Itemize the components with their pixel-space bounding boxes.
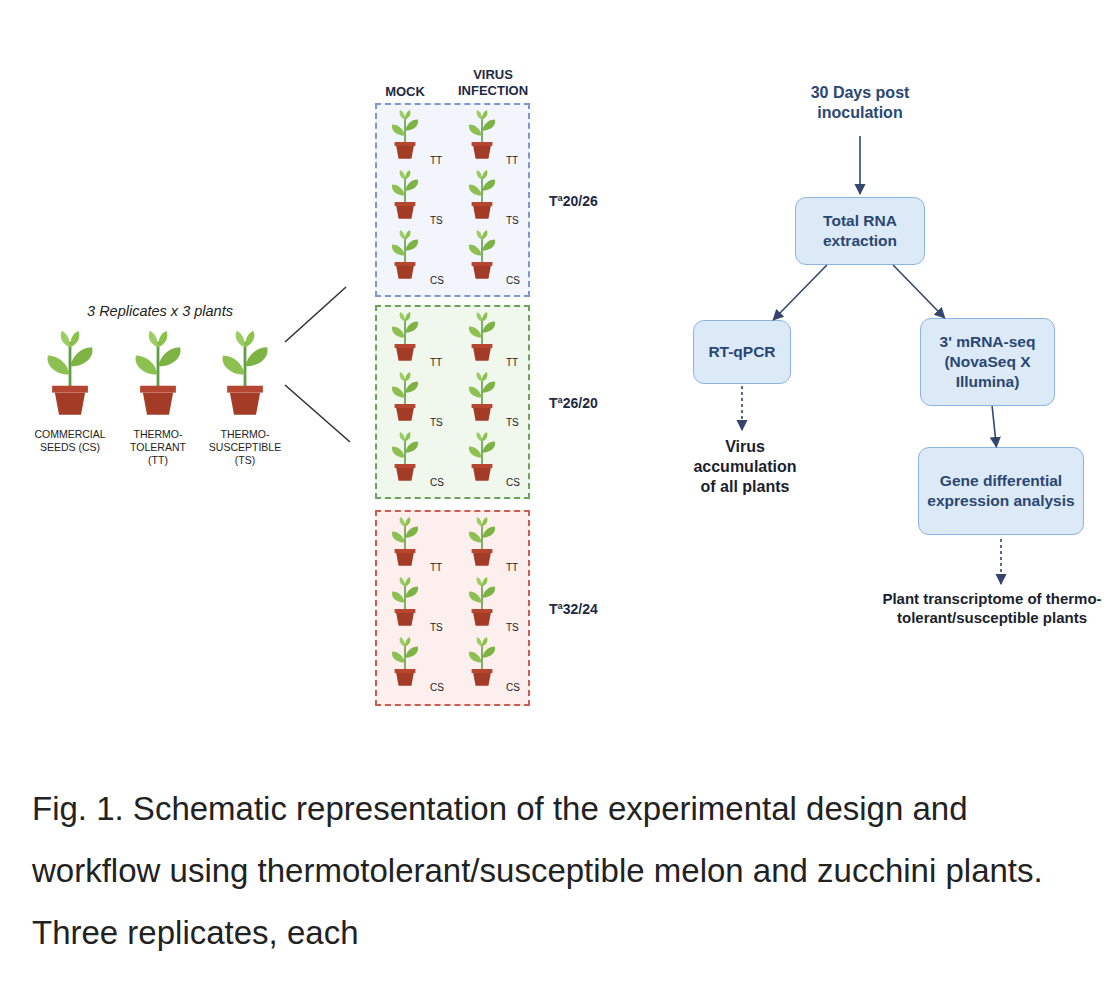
figure-caption: Fig. 1. Schematic representation of the …: [32, 778, 1102, 964]
genotype-label: TT: [506, 562, 518, 573]
group-label: COMMERCIAL SEEDS (CS): [27, 428, 113, 454]
genotype-label: TT: [430, 562, 442, 573]
dashed-arrow: [1000, 539, 1002, 584]
time-note: 30 Days post inoculation: [793, 83, 927, 123]
plant-icon: [469, 637, 495, 686]
plant-icon: [469, 110, 495, 159]
plant-icon: [135, 331, 180, 415]
plant-icon: [392, 577, 418, 626]
flow-arrow: [859, 136, 861, 194]
genotype-label: CS: [506, 682, 520, 693]
process-box: Total RNA extraction: [795, 197, 925, 265]
box-text: Gene differential expression analysis: [925, 471, 1077, 511]
plant-icon: [392, 312, 418, 361]
column-header: MOCK: [373, 84, 437, 100]
genotype-label: CS: [430, 682, 444, 693]
plant-icon: [469, 230, 495, 279]
box-text: 3' mRNA-seq (NovaSeq X Illumina): [927, 332, 1048, 392]
temperature-label: Tª32/24: [549, 601, 598, 617]
plant-icon: [392, 230, 418, 279]
genotype-label: CS: [430, 477, 444, 488]
genotype-label: CS: [506, 477, 520, 488]
plant-icon: [469, 312, 495, 361]
result-text: Virus accumulation of all plants: [686, 437, 804, 497]
replicate-note: 3 Replicates x 3 plants: [50, 302, 270, 320]
genotype-label: CS: [506, 275, 520, 286]
genotype-label: TS: [430, 215, 443, 226]
genotype-label: TS: [430, 622, 443, 633]
genotype-label: TS: [506, 417, 519, 428]
group-label: THERMO- SUSCEPTIBLE (TS): [206, 428, 284, 467]
plant-icon: [392, 637, 418, 686]
genotype-label: TT: [430, 155, 442, 166]
plant-icon: [392, 372, 418, 421]
group-label: THERMO- TOLERANT (TT): [125, 428, 191, 467]
genotype-label: TS: [506, 622, 519, 633]
genotype-label: TS: [430, 417, 443, 428]
plant-icon: [392, 110, 418, 159]
genotype-label: CS: [430, 275, 444, 286]
plant-icon: [222, 331, 267, 415]
temperature-band: Tª26/20TTTTTSTSCSCS: [375, 305, 530, 499]
process-box: RT-qPCR: [693, 320, 791, 384]
plant-icon: [469, 372, 495, 421]
flow-arrow: [773, 265, 827, 320]
plant-icon: [469, 432, 495, 481]
genotype-label: TT: [506, 357, 518, 368]
box-text: RT-qPCR: [708, 342, 775, 362]
process-box: Gene differential expression analysis: [918, 447, 1084, 535]
flow-arrow: [893, 265, 945, 318]
plant-icon: [469, 577, 495, 626]
branch-line: [285, 287, 346, 342]
genotype-label: TS: [506, 215, 519, 226]
genotype-label: TT: [506, 155, 518, 166]
temperature-label: Tª26/20: [549, 395, 598, 411]
temperature-band: Tª32/24TTTTTSTSCSCS: [375, 510, 530, 706]
genotype-label: TT: [430, 357, 442, 368]
column-header: VIRUS INFECTION: [451, 67, 535, 100]
plant-icon: [392, 170, 418, 219]
plant-icon: [392, 517, 418, 566]
temperature-band: Tª20/26TTTTTSTSCSCS: [375, 103, 530, 297]
result-text: Plant transcriptome of thermo- tolerant/…: [867, 590, 1117, 628]
box-text: Total RNA extraction: [802, 211, 918, 251]
plant-icon: [47, 331, 92, 415]
branch-line: [285, 385, 350, 442]
plant-icon: [392, 432, 418, 481]
plant-icon: [469, 170, 495, 219]
temperature-label: Tª20/26: [549, 193, 598, 209]
process-box: 3' mRNA-seq (NovaSeq X Illumina): [920, 318, 1055, 406]
plant-icon: [469, 517, 495, 566]
dashed-arrow: [741, 386, 743, 430]
flow-arrow: [992, 406, 996, 447]
